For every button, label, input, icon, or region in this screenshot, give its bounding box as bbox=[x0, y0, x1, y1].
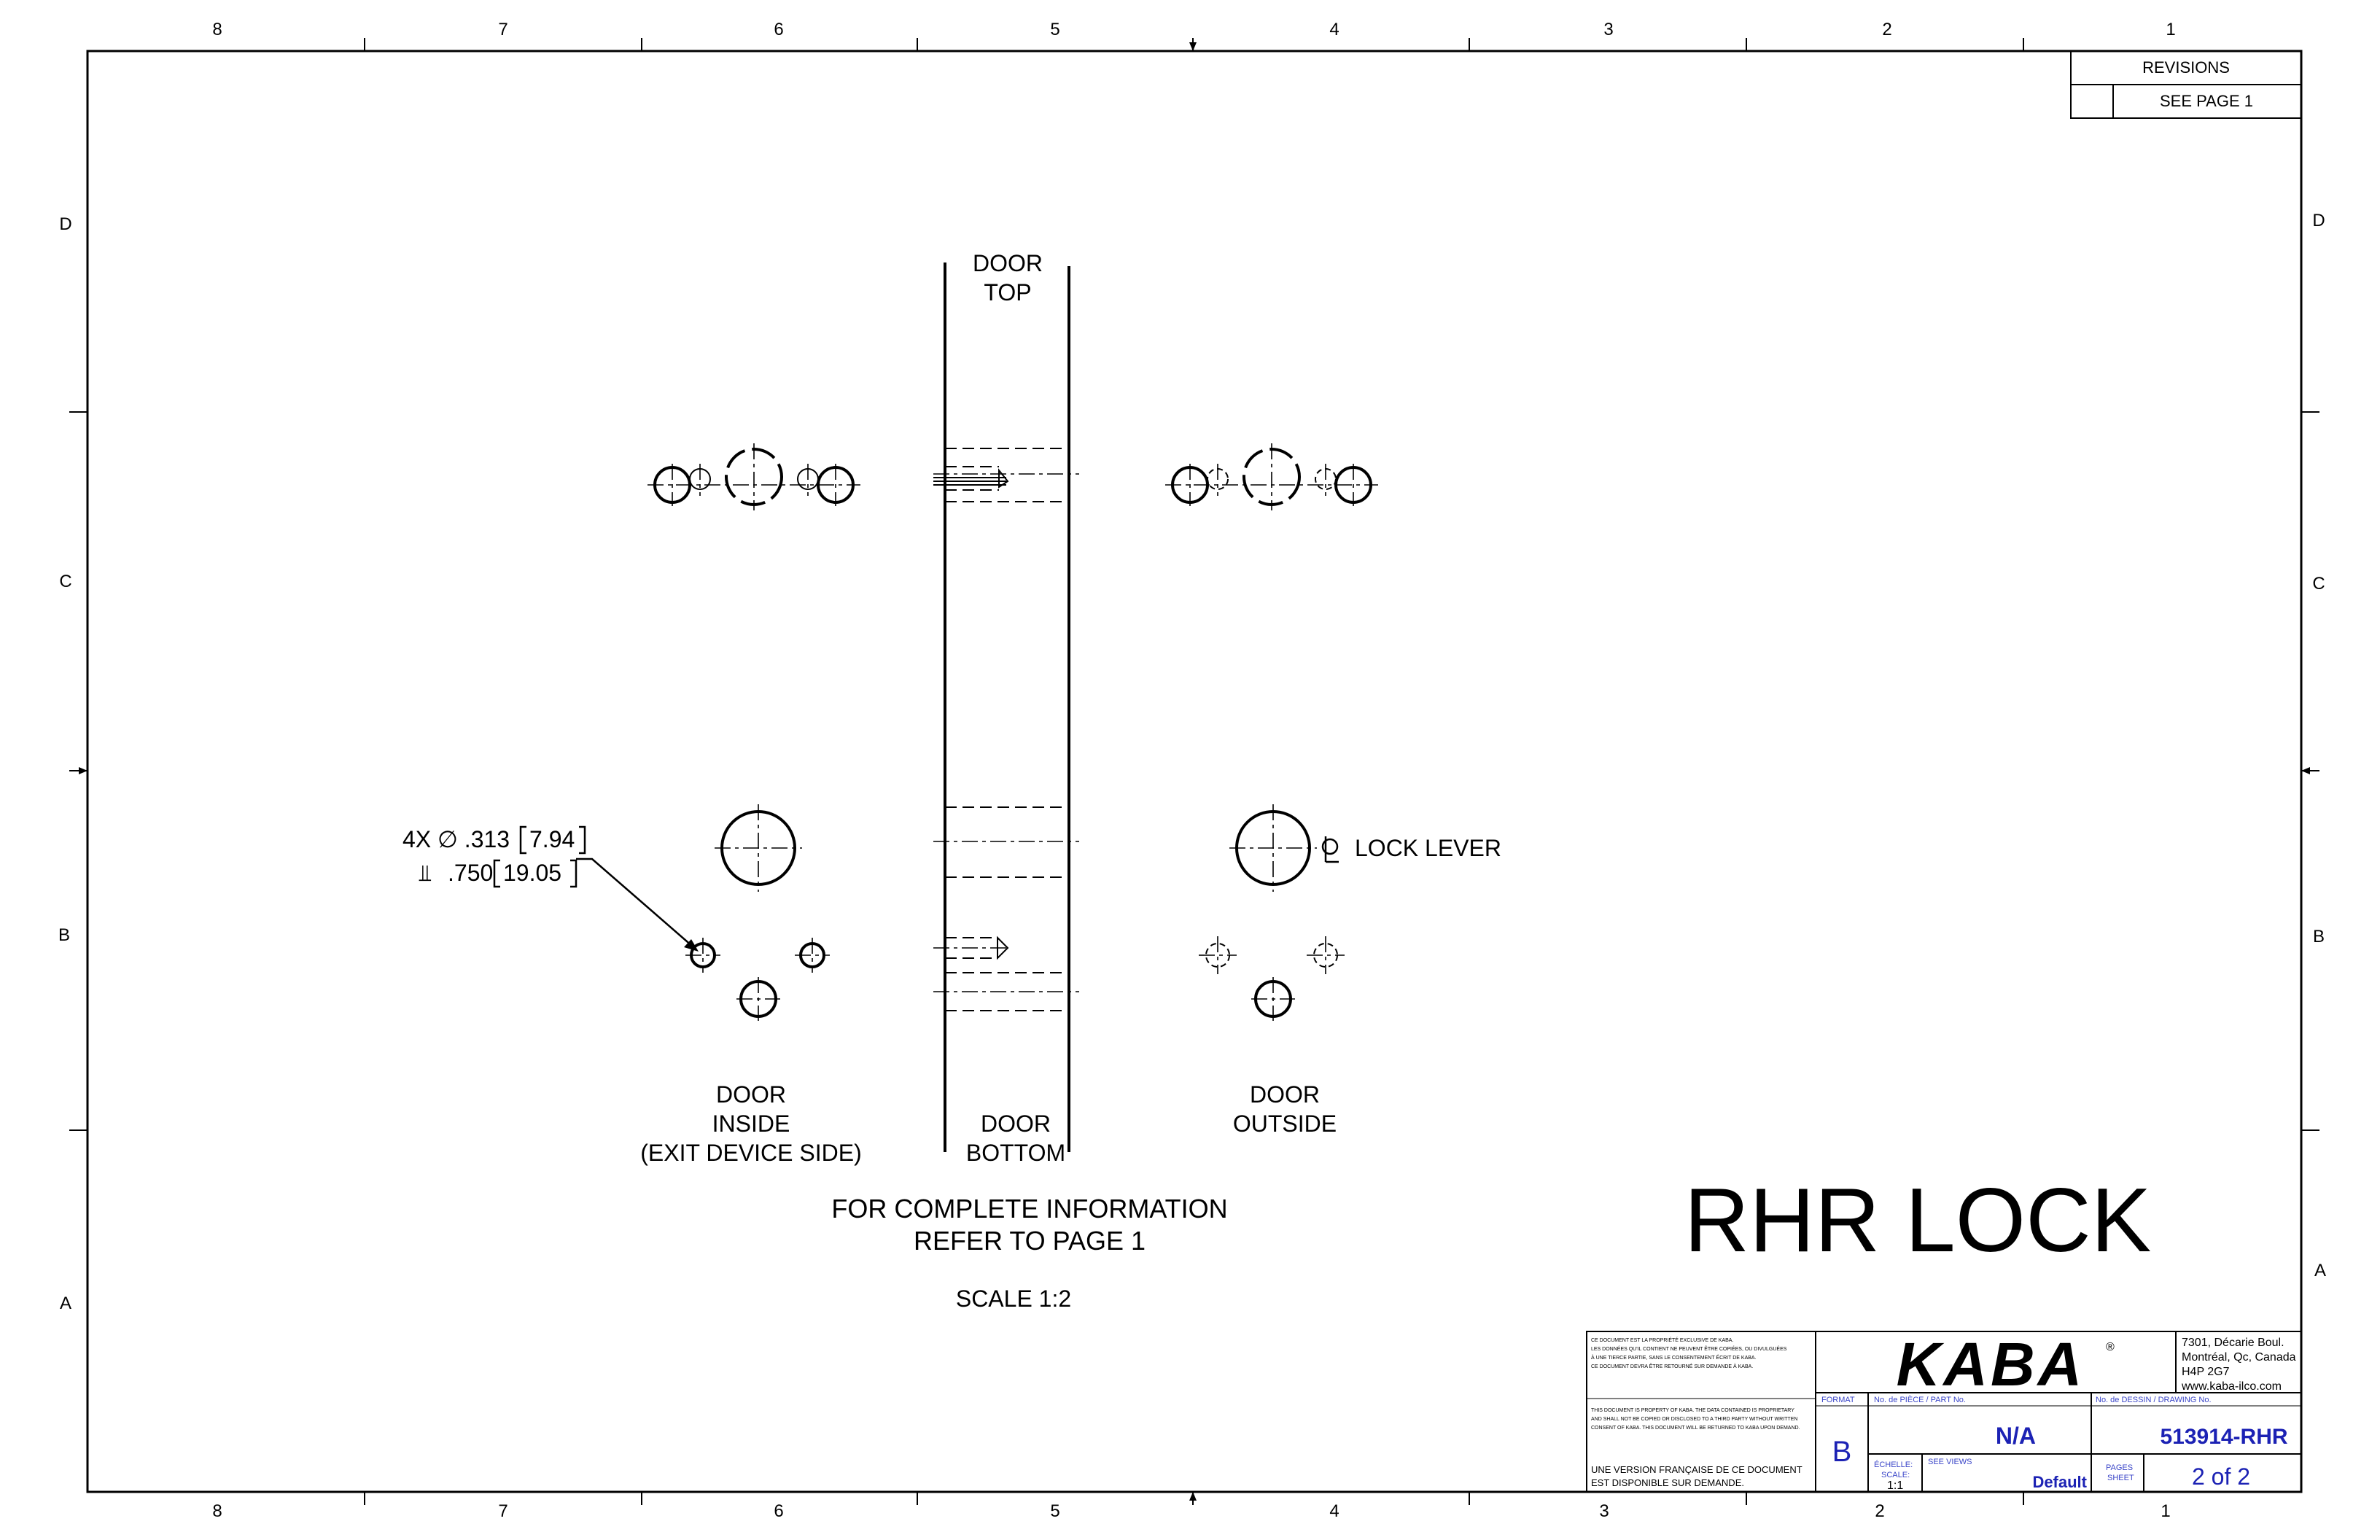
proprietary-fr-2: LES DONNÉES QU'IL CONTIENT NE PEUVENT ÊT… bbox=[1591, 1345, 1787, 1352]
zone-col-3-bottom: 3 bbox=[1599, 1501, 1609, 1521]
zone-col-1-bottom: 1 bbox=[2161, 1501, 2170, 1521]
french-version-2: EST DISPONIBLE SUR DEMANDE. bbox=[1591, 1477, 1744, 1488]
door-outside-view bbox=[1165, 443, 1378, 1021]
zone-row-d-left: D bbox=[59, 214, 71, 234]
proprietary-en-1: THIS DOCUMENT IS PROPERTY OF KABA. THE D… bbox=[1591, 1408, 1794, 1413]
drawing-border bbox=[86, 50, 2303, 1493]
scale-note: SCALE 1:2 bbox=[956, 1286, 1071, 1312]
dimension-callout: 4X ∅ .313 7.94 ⫫ .750 19.05 bbox=[402, 825, 699, 952]
door-top-label-2: TOP bbox=[984, 279, 1031, 306]
zone-col-8-top: 8 bbox=[212, 20, 222, 39]
proprietary-en-2: AND SHALL NOT BE COPIED OR DISCLOSED TO … bbox=[1591, 1417, 1797, 1422]
zone-col-4-top: 4 bbox=[1329, 20, 1339, 39]
centering-arrows bbox=[79, 42, 2310, 1501]
revisions-note: SEE PAGE 1 bbox=[2160, 92, 2253, 110]
scale-label-fr: ÉCHELLE: bbox=[1874, 1460, 1913, 1469]
zone-ticks bbox=[69, 38, 2319, 1505]
drawing-no-value: 513914-RHR bbox=[2160, 1425, 2287, 1449]
proprietary-fr-4: CE DOCUMENT DEVRA ÊTRE RETOURNÉ SUR DEMA… bbox=[1591, 1363, 1753, 1369]
zone-col-2-bottom: 2 bbox=[1875, 1501, 1884, 1521]
zone-col-7-bottom: 7 bbox=[498, 1501, 508, 1521]
zone-row-c-left: C bbox=[59, 572, 71, 591]
info-note-1: FOR COMPLETE INFORMATION bbox=[831, 1194, 1227, 1224]
zone-row-a-right: A bbox=[2314, 1261, 2326, 1280]
zone-row-d-right: D bbox=[2312, 211, 2325, 230]
dim-depth: .750 bbox=[448, 860, 493, 886]
address-line-3: H4P 2G7 bbox=[2182, 1366, 2230, 1378]
drawing-no-label: No. de DESSIN / DRAWING No. bbox=[2096, 1396, 2212, 1404]
scale-label-en: SCALE: bbox=[1881, 1471, 1910, 1479]
format-label: FORMAT bbox=[1821, 1396, 1855, 1404]
centerline-symbol bbox=[1321, 836, 1339, 863]
door-inside-view bbox=[648, 443, 860, 1021]
address-line-1: 7301, Décarie Boul. bbox=[2182, 1337, 2284, 1349]
door-inside-label-3: (EXIT DEVICE SIDE) bbox=[640, 1140, 861, 1166]
lock-lever-label: LOCK LEVER bbox=[1355, 835, 1501, 861]
scale-value: 1:1 bbox=[1887, 1479, 1903, 1492]
dim-dia-mm: 7.94 bbox=[529, 826, 575, 852]
part-label: No. de PIÈCE / PART No. bbox=[1874, 1395, 1966, 1404]
door-inside-label-2: INSIDE bbox=[712, 1111, 790, 1137]
pages-label-en: SHEET bbox=[2107, 1474, 2134, 1482]
proprietary-fr-1: CE DOCUMENT EST LA PROPRIÉTÉ EXCLUSIVE D… bbox=[1591, 1337, 1733, 1343]
zone-labels: 8 7 6 5 4 3 2 1 8 7 6 5 4 3 2 1 D C B A … bbox=[58, 20, 2326, 1521]
dim-qty-dia: 4X ∅ .313 bbox=[402, 826, 510, 852]
zone-row-b-right: B bbox=[2313, 927, 2325, 946]
door-top-label-1: DOOR bbox=[973, 250, 1043, 276]
zone-row-c-right: C bbox=[2312, 574, 2325, 594]
pages-value: 2 of 2 bbox=[2192, 1463, 2250, 1490]
registered-mark: ® bbox=[2106, 1341, 2115, 1353]
zone-col-5-bottom: 5 bbox=[1050, 1501, 1059, 1521]
zone-row-a-left: A bbox=[60, 1294, 71, 1313]
proprietary-en-3: CONSENT OF KABA. THIS DOCUMENT WILL BE R… bbox=[1591, 1426, 1800, 1431]
zone-col-6-bottom: 6 bbox=[774, 1501, 783, 1521]
drawing-title: RHR LOCK bbox=[1684, 1170, 2152, 1271]
door-outside-label-1: DOOR bbox=[1250, 1081, 1320, 1108]
french-version-1: UNE VERSION FRANÇAISE DE CE DOCUMENT bbox=[1591, 1464, 1802, 1475]
kaba-logo: KABA bbox=[1897, 1330, 2085, 1399]
dim-depth-symbol: ⫫ bbox=[418, 860, 432, 886]
see-views: SEE VIEWS bbox=[1928, 1458, 1972, 1466]
zone-col-4-bottom: 4 bbox=[1329, 1501, 1339, 1521]
zone-col-6-top: 6 bbox=[774, 20, 783, 39]
zone-col-2-top: 2 bbox=[1882, 20, 1891, 39]
door-outside-label-2: OUTSIDE bbox=[1233, 1111, 1337, 1137]
zone-col-1-top: 1 bbox=[2166, 20, 2175, 39]
zone-col-7-top: 7 bbox=[498, 20, 508, 39]
zone-col-3-top: 3 bbox=[1603, 20, 1613, 39]
title-block: CE DOCUMENT EST LA PROPRIÉTÉ EXCLUSIVE D… bbox=[1586, 1330, 2302, 1493]
proprietary-fr-3: À UNE TIERCE PARTIE, SANS LE CONSENTEMEN… bbox=[1591, 1354, 1757, 1361]
door-bottom-label-2: BOTTOM bbox=[966, 1140, 1065, 1166]
address-line-2: Montréal, Qc, Canada bbox=[2182, 1351, 2296, 1364]
part-value: N/A bbox=[1996, 1423, 2036, 1449]
revisions-block: REVISIONS SEE PAGE 1 bbox=[2070, 50, 2302, 119]
door-edge-view bbox=[933, 262, 1079, 1152]
door-bottom-label-1: DOOR bbox=[981, 1111, 1051, 1137]
zone-col-5-top: 5 bbox=[1050, 20, 1059, 39]
pages-label-fr: PAGES bbox=[2106, 1463, 2133, 1472]
format-value: B bbox=[1832, 1436, 1852, 1468]
config-value: Default bbox=[2032, 1473, 2087, 1491]
zone-row-b-left: B bbox=[58, 925, 70, 945]
info-note-2: REFER TO PAGE 1 bbox=[914, 1226, 1146, 1256]
revisions-title: REVISIONS bbox=[2142, 58, 2230, 77]
zone-col-8-bottom: 8 bbox=[212, 1501, 222, 1521]
address-line-4: www.kaba-ilco.com bbox=[2181, 1380, 2282, 1393]
dim-depth-mm: 19.05 bbox=[503, 860, 561, 886]
door-inside-label-1: DOOR bbox=[716, 1081, 786, 1108]
